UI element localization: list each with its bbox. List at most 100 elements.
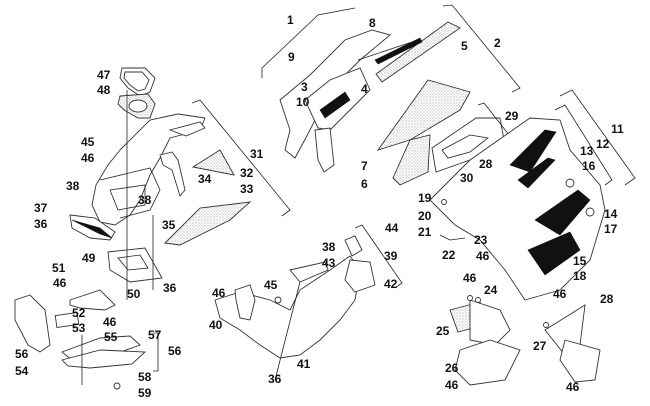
callout-c11: 11 <box>611 122 624 136</box>
callout-c7: 7 <box>361 159 368 173</box>
bracket-line-31 <box>191 99 291 217</box>
callout-c58: 58 <box>138 370 152 384</box>
callout-c40: 40 <box>209 318 223 332</box>
bracket-34 <box>159 151 186 197</box>
belly-pan <box>214 255 361 359</box>
cover-26 <box>454 339 521 386</box>
callout-c19: 19 <box>418 191 432 205</box>
bracket-line-2 <box>442 4 521 93</box>
callout-c45a: 45 <box>81 135 95 149</box>
callout-c38a: 38 <box>66 179 80 193</box>
decal-18 <box>527 231 581 276</box>
callout-c54: 54 <box>15 364 29 378</box>
callout-c36a: 36 <box>34 217 48 231</box>
bracket-line-11 <box>559 89 636 186</box>
cover-51 <box>69 289 116 311</box>
deflector-10 <box>314 127 335 173</box>
callout-c27: 27 <box>533 339 547 353</box>
callout-c45b: 45 <box>264 278 278 292</box>
callout-c46f: 46 <box>463 271 477 285</box>
callout-c49: 49 <box>82 251 96 265</box>
callout-c30: 30 <box>460 171 474 185</box>
callout-c16: 16 <box>582 159 596 173</box>
callout-c46c: 46 <box>103 315 117 329</box>
callout-c3: 3 <box>301 80 308 94</box>
nose-frame <box>91 113 206 226</box>
callout-c39: 39 <box>384 249 398 263</box>
callout-c31: 31 <box>250 147 264 161</box>
callout-c44: 44 <box>385 221 399 235</box>
callout-c29: 29 <box>505 109 519 123</box>
callout-c56b: 56 <box>168 344 182 358</box>
decal-32 <box>191 149 235 176</box>
callout-c46a: 46 <box>81 151 95 165</box>
callout-c35: 35 <box>162 218 176 232</box>
bracket-line-12 <box>554 104 613 186</box>
callout-c20: 20 <box>418 209 432 223</box>
decal-33 <box>164 201 252 246</box>
decal-6 <box>392 134 431 186</box>
callout-c33: 33 <box>240 182 254 196</box>
callout-c50: 50 <box>127 287 141 301</box>
decal-5 <box>375 21 461 83</box>
bracket-line-1 <box>261 7 356 78</box>
callout-c21: 21 <box>418 225 432 239</box>
callout-c8: 8 <box>369 16 376 30</box>
callout-c32: 32 <box>240 166 254 180</box>
decal-7 <box>376 79 471 151</box>
callout-c55: 55 <box>104 330 118 344</box>
callout-c5: 5 <box>461 39 468 53</box>
bracket-46 <box>234 284 256 321</box>
callout-c42: 42 <box>384 277 398 291</box>
callout-c1: 1 <box>287 13 294 27</box>
callout-c41: 41 <box>297 357 311 371</box>
callout-c9: 9 <box>288 50 295 64</box>
callout-c4: 4 <box>361 82 368 96</box>
callout-c36b: 36 <box>163 281 177 295</box>
callout-c10: 10 <box>296 95 310 109</box>
side-panel-left <box>14 294 51 353</box>
callout-c57: 57 <box>148 328 162 342</box>
callout-c46e: 46 <box>476 249 490 263</box>
callout-c24: 24 <box>484 283 498 297</box>
callout-c59: 59 <box>138 386 152 400</box>
callout-c38c: 38 <box>322 240 336 254</box>
callout-c28b: 28 <box>600 292 614 306</box>
callout-c25: 25 <box>436 324 450 338</box>
clip-44 <box>344 235 363 257</box>
callout-c17: 17 <box>604 222 618 236</box>
callout-c46b: 46 <box>53 276 67 290</box>
callout-c22: 22 <box>442 248 456 262</box>
callout-c43: 43 <box>322 256 336 270</box>
callout-c14: 14 <box>604 207 618 221</box>
callout-c47: 47 <box>97 68 111 82</box>
gasket-47 <box>119 67 156 97</box>
graphic-xf <box>509 129 557 173</box>
callout-c6: 6 <box>361 177 368 191</box>
callout-c46h: 46 <box>553 287 567 301</box>
bracket-line-56 <box>153 332 159 372</box>
callout-c18: 18 <box>573 269 587 283</box>
gasket-48 <box>117 93 156 119</box>
callout-c37: 37 <box>34 201 48 215</box>
callout-c26: 26 <box>445 361 459 375</box>
panel-49 <box>107 247 163 283</box>
callout-c36c: 36 <box>268 372 282 386</box>
callout-c56a: 56 <box>15 347 29 361</box>
callout-c34: 34 <box>198 172 212 186</box>
callout-c46d: 46 <box>212 286 226 300</box>
callout-c46g: 46 <box>445 378 459 392</box>
callout-c28a: 28 <box>479 157 493 171</box>
callout-c23: 23 <box>474 233 488 247</box>
bracket-line-39 <box>354 224 403 289</box>
trim-43 <box>289 261 329 283</box>
callout-c15: 15 <box>573 254 587 268</box>
panel-42 <box>344 259 376 293</box>
callout-c2: 2 <box>494 36 501 50</box>
callout-c12: 12 <box>596 137 610 151</box>
callout-c52: 52 <box>72 306 86 320</box>
callout-c53: 53 <box>72 321 86 335</box>
